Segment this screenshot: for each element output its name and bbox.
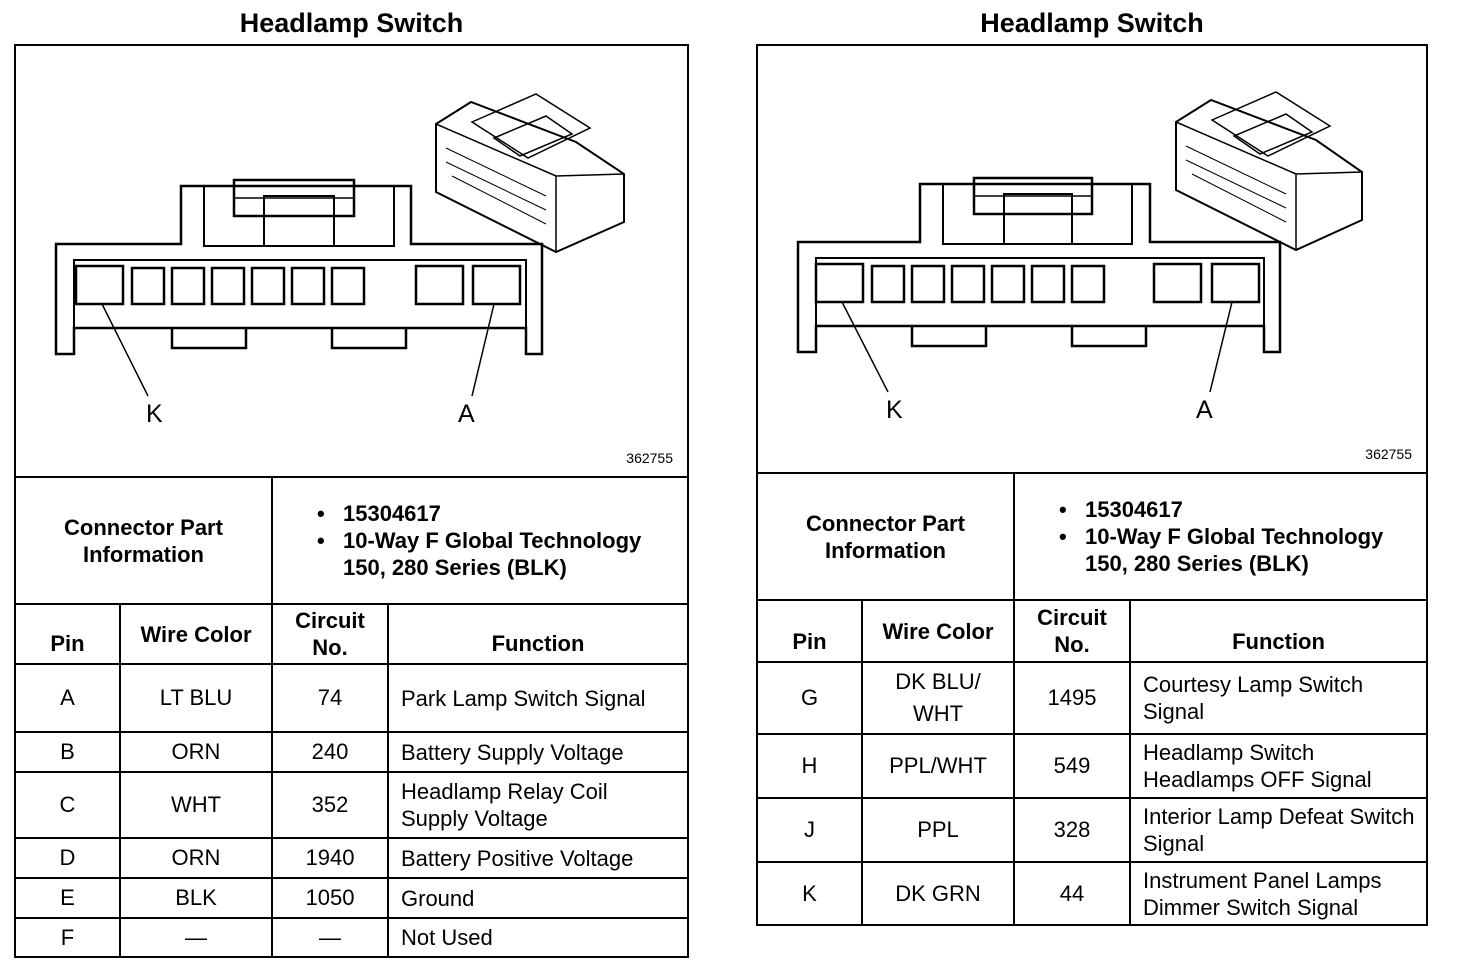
part-number: 15304617 [317,500,681,527]
table-row: C WHT 352 Headlamp Relay Coil Supply Vol… [16,771,687,839]
pin-k-label: K [146,400,163,428]
pin-cell: J [758,797,863,863]
wire-color-cell: PPL/WHT [861,733,1015,799]
wire-color-cell: ORN [119,837,273,879]
circuit-cell: 1050 [271,877,389,919]
table-row: F — — Not Used [16,917,687,956]
wire-color-cell: BLK [119,877,273,919]
function-cell: Interior Lamp Defeat Switch Signal [1129,797,1426,863]
circuit-cell: — [271,917,389,956]
connector-info-table: Connector Part Information 15304617 10-W… [758,474,1426,599]
table-row: B ORN 240 Battery Supply Voltage [16,731,687,773]
function-cell: Battery Positive Voltage [387,837,687,879]
function-cell: Headlamp Relay Coil Supply Voltage [387,771,687,839]
pinout-table: Pin Wire Color Circuit No. Function A LT… [16,603,687,956]
pin-k-label: K [886,396,903,424]
connector-face-drawing [54,93,625,397]
wire-color-header: Wire Color [861,599,1015,663]
connector-frame: K A 362755 Connector Part Information 15… [14,44,689,958]
connector-info-label: Connector Part Information [758,474,1015,599]
pin-cell: C [16,771,121,839]
circuit-cell: 44 [1013,861,1131,924]
figure-id: 362755 [1365,446,1412,462]
circuit-cell: 352 [271,771,389,839]
function-header: Function [387,603,687,665]
pin-header: Pin [16,603,121,665]
wire-color-cell: WHT [119,771,273,839]
pin-cell: A [16,663,121,733]
connector-info-table: Connector Part Information 15304617 10-W… [16,478,687,603]
pin-cell: F [16,917,121,956]
circuit-cell: 74 [271,663,389,733]
table-row: J PPL 328 Interior Lamp Defeat Switch Si… [758,797,1426,863]
pin-cell: H [758,733,863,799]
panel-title: Headlamp Switch [239,8,464,38]
wire-color-cell: — [119,917,273,956]
circuit-cell: 1495 [1013,661,1131,735]
circuit-cell: 240 [271,731,389,773]
panel-title: Headlamp Switch [980,8,1204,38]
function-cell: Not Used [387,917,687,956]
function-cell: Instrument Panel Lamps Dimmer Switch Sig… [1129,861,1426,924]
pinout-table: Pin Wire Color Circuit No. Function G DK… [758,599,1426,924]
circuit-cell: 328 [1013,797,1131,863]
wire-color-cell: DK GRN [861,861,1015,924]
connector-info-label: Connector Part Information [16,478,273,603]
circuit-cell: 549 [1013,733,1131,799]
function-cell: Headlamp Switch Headlamps OFF Signal [1129,733,1426,799]
pin-header: Pin [758,599,863,663]
function-cell: Courtesy Lamp Switch Signal [1129,661,1426,735]
table-row: G DK BLU/ WHT 1495 Courtesy Lamp Switch … [758,661,1426,735]
function-cell: Park Lamp Switch Signal [387,663,687,733]
table-row: A LT BLU 74 Park Lamp Switch Signal [16,663,687,733]
connector-figure: K A 362755 [758,46,1426,474]
circuit-no-header: Circuit No. [271,603,389,665]
wire-color-cell: ORN [119,731,273,773]
table-row: D ORN 1940 Battery Positive Voltage [16,837,687,879]
connector-face-drawing [796,91,1363,393]
connector-info-values: 15304617 10-Way F Global Technology 150,… [1013,474,1426,599]
wire-color-cell: DK BLU/ WHT [861,661,1015,735]
wire-color-cell: PPL [861,797,1015,863]
figure-id: 362755 [626,450,673,466]
connector-frame: K A 362755 Connector Part Information 15… [756,44,1428,926]
pin-a-label: A [1196,396,1213,424]
pin-cell: K [758,861,863,924]
pin-cell: D [16,837,121,879]
wire-color-header: Wire Color [119,603,273,665]
right-panel: Headlamp Switch [756,0,1428,926]
pin-cell: B [16,731,121,773]
table-row: H PPL/WHT 549 Headlamp Switch Headlamps … [758,733,1426,799]
function-cell: Ground [387,877,687,919]
pin-cell: E [16,877,121,919]
table-row: K DK GRN 44 Instrument Panel Lamps Dimme… [758,861,1426,924]
left-panel: Headlamp Switch [14,0,689,958]
table-row: E BLK 1050 Ground [16,877,687,919]
circuit-no-header: Circuit No. [1013,599,1131,663]
function-header: Function [1129,599,1426,663]
wire-color-cell: LT BLU [119,663,273,733]
connector-description: 10-Way F Global Technology 150, 280 Seri… [317,527,681,581]
part-number: 15304617 [1059,496,1420,523]
connector-info-values: 15304617 10-Way F Global Technology 150,… [271,478,687,603]
pin-a-label: A [458,400,475,428]
circuit-cell: 1940 [271,837,389,879]
function-cell: Battery Supply Voltage [387,731,687,773]
connector-figure: K A 362755 [16,46,687,478]
connector-description: 10-Way F Global Technology 150, 280 Seri… [1059,523,1420,577]
pin-cell: G [758,661,863,735]
